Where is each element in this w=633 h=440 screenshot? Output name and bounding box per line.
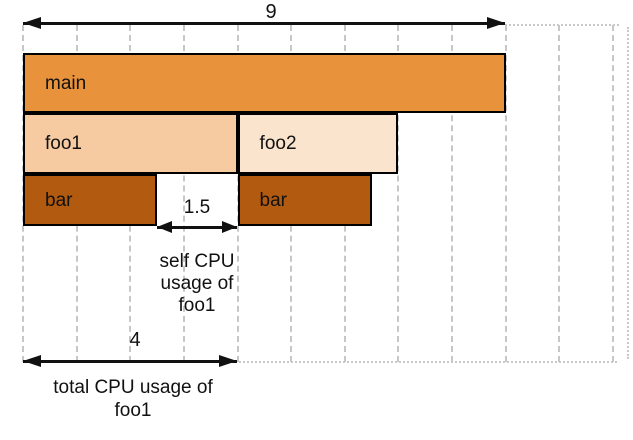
self-cpu-label-line: self CPU bbox=[159, 251, 235, 272]
frame-bar: bar bbox=[237, 174, 372, 226]
frame-foo1: foo1 bbox=[23, 113, 238, 174]
total-cpu-arrow bbox=[23, 355, 237, 367]
total-cpu-label-line: total CPU usage of bbox=[53, 377, 213, 398]
gridline bbox=[451, 25, 454, 362]
frame-main: main bbox=[23, 53, 506, 113]
frame-foo2: foo2 bbox=[237, 113, 399, 174]
frame-label: foo2 bbox=[259, 133, 297, 154]
frame-label: bar bbox=[45, 189, 73, 211]
gridline bbox=[612, 25, 615, 362]
self-cpu-label-line: usage of bbox=[160, 273, 234, 294]
grid-dotted-right-border bbox=[627, 27, 629, 359]
gridline bbox=[182, 25, 185, 362]
total-cpu-label-line: foo1 bbox=[114, 400, 152, 421]
frame-label: foo1 bbox=[45, 133, 82, 154]
total-cpu-value: 4 bbox=[129, 329, 141, 351]
total-width-arrow bbox=[23, 17, 505, 29]
frame-bar: bar bbox=[23, 174, 158, 226]
gridline bbox=[504, 25, 507, 362]
grid-dotted-bottom bbox=[239, 361, 617, 363]
total-width-value: 9 bbox=[265, 1, 277, 23]
gridline bbox=[397, 25, 400, 362]
total-cpu-label: total CPU usage of foo1 bbox=[13, 376, 253, 422]
frame-label: main bbox=[45, 72, 87, 94]
self-cpu-label-line: foo1 bbox=[178, 295, 216, 316]
grid-dotted-top bbox=[505, 24, 619, 26]
self-cpu-value: 1.5 bbox=[183, 197, 211, 218]
gridline bbox=[558, 25, 561, 362]
self-cpu-arrow bbox=[157, 221, 237, 233]
self-cpu-label: self CPU usage of foo1 bbox=[117, 251, 277, 317]
frame-label: bar bbox=[259, 189, 288, 211]
